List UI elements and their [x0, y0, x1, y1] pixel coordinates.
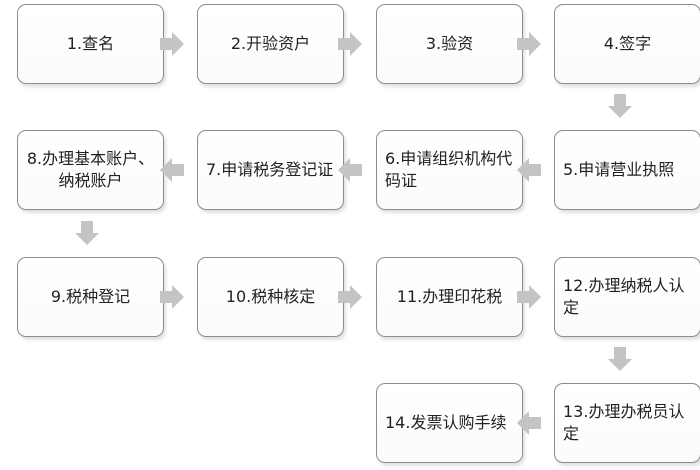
arrow-right-icon	[336, 30, 364, 58]
step-11-box: 11.办理印花税	[376, 257, 523, 337]
step-4-label: 4.签字	[603, 34, 652, 53]
step-12-label: 12.办理纳税人认定	[563, 276, 685, 317]
step-7-label: 7.申请税务登记证	[206, 160, 334, 179]
step-4-box: 4.签字	[554, 4, 700, 84]
step-6-label: 6.申请组织机构代码证	[385, 149, 513, 190]
step-8-box: 8.办理基本账户、纳税账户	[17, 130, 164, 210]
step-14-box: 14.发票认购手续	[376, 383, 523, 463]
step-5-box: 5.申请营业执照	[554, 130, 700, 210]
step-1-box: 1.查名	[17, 4, 164, 84]
step-13-label: 13.办理办税员认定	[563, 402, 685, 443]
arrow-right-icon	[158, 283, 186, 311]
arrow-right-icon	[515, 30, 543, 58]
step-5-label: 5.申请营业执照	[563, 160, 675, 179]
step-11-label: 11.办理印花税	[396, 287, 503, 306]
arrow-left-icon	[515, 156, 543, 184]
arrow-left-icon	[515, 409, 543, 437]
step-1-label: 1.查名	[66, 34, 115, 53]
arrow-down-icon	[73, 219, 101, 247]
step-2-label: 2.开验资户	[230, 34, 311, 53]
step-3-box: 3.验资	[376, 4, 523, 84]
arrow-right-icon	[515, 283, 543, 311]
step-9-label: 9.税种登记	[50, 287, 131, 306]
arrow-down-icon	[606, 345, 634, 373]
arrow-right-icon	[336, 283, 364, 311]
step-3-label: 3.验资	[425, 34, 474, 53]
arrow-left-icon	[336, 156, 364, 184]
arrow-left-icon	[158, 156, 186, 184]
step-12-box: 12.办理纳税人认定	[554, 257, 700, 337]
step-10-box: 10.税种核定	[197, 257, 344, 337]
step-8-label: 8.办理基本账户、纳税账户	[26, 149, 155, 190]
arrow-right-icon	[158, 30, 186, 58]
step-14-label: 14.发票认购手续	[385, 413, 507, 432]
step-6-box: 6.申请组织机构代码证	[376, 130, 523, 210]
step-7-box: 7.申请税务登记证	[197, 130, 344, 210]
step-10-label: 10.税种核定	[225, 287, 316, 306]
arrow-down-icon	[606, 92, 634, 120]
step-13-box: 13.办理办税员认定	[554, 383, 700, 463]
step-9-box: 9.税种登记	[17, 257, 164, 337]
step-2-box: 2.开验资户	[197, 4, 344, 84]
